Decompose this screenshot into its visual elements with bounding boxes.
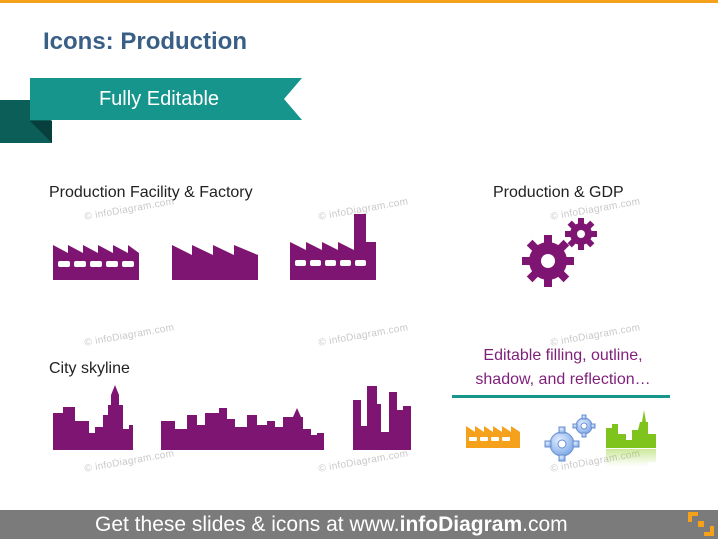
editable-note: Editable filling, outline, shadow, and r… (458, 344, 668, 392)
footer-prefix: Get these slides & icons at www. (95, 513, 400, 536)
footer-brand: infoDiagram (399, 513, 523, 536)
watermark: © infoDiagram.com (83, 322, 176, 349)
watermark: © infoDiagram.com (317, 322, 410, 349)
page-title: Icons: Production (43, 28, 247, 55)
gdp-section-label: Production & GDP (493, 184, 624, 201)
divider-line (452, 395, 670, 398)
top-accent-line (0, 0, 718, 3)
infodiagram-logo-icon (688, 512, 714, 536)
factory-chimney-icon (290, 214, 376, 280)
city-skyline-icon (53, 385, 133, 450)
ribbon-banner (0, 78, 302, 143)
skyline-section-label: City skyline (49, 360, 130, 377)
footer-suffix: .com (522, 513, 568, 536)
city-skyline-icon (161, 408, 324, 450)
factory-icon (53, 245, 139, 280)
watermark: © infoDiagram.com (83, 448, 176, 475)
editable-note-line1: Editable filling, outline, (483, 347, 643, 364)
ribbon-label: Fully Editable (98, 88, 220, 110)
watermark: © infoDiagram.com (317, 448, 410, 475)
city-skyline-icon (353, 386, 411, 450)
orange-factory-icon (466, 426, 520, 448)
blue-gears-icon (544, 414, 596, 462)
footer-text[interactable]: Get these slides & icons at www.infoDiag… (95, 511, 568, 539)
green-skyline-icon (606, 410, 656, 466)
footer-bar (0, 510, 718, 539)
factory-icon (172, 245, 258, 280)
editable-note-line2: shadow, and reflection… (475, 371, 651, 388)
gears-icon (522, 218, 597, 287)
factory-section-label: Production Facility & Factory (49, 184, 253, 201)
